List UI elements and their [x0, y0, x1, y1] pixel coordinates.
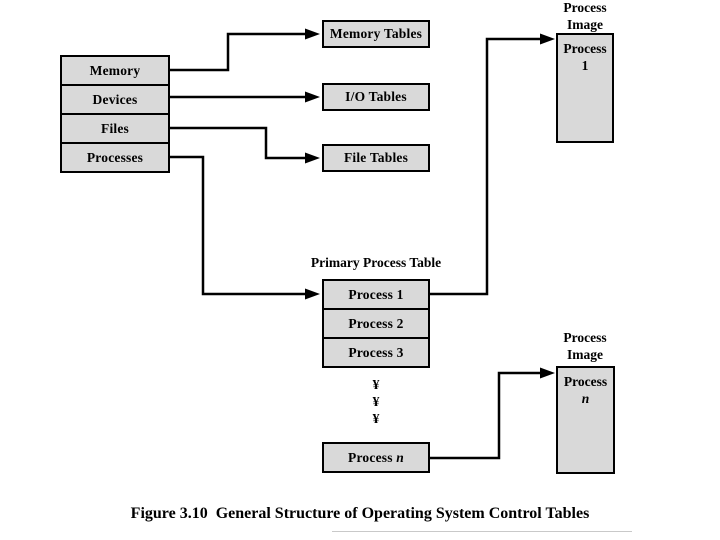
process-image-top-heading-line2: Image: [567, 16, 603, 32]
ellipsis-glyph: ¥: [372, 412, 380, 427]
process-table-row-1-label: Process 1: [348, 286, 404, 302]
process-image-bottom-heading: Process Image: [540, 330, 630, 363]
process-table-row-n-label: Process n: [348, 450, 404, 466]
process-image-bottom-body-line2: n: [581, 391, 590, 406]
ellipsis-glyph: ¥: [372, 395, 380, 410]
figure-caption: Figure 3.10 General Structure of Operati…: [130, 505, 590, 522]
process-image-top-heading-line1: Process: [563, 0, 607, 15]
left-stack-row-devices: Devices: [60, 84, 170, 115]
memory-tables-label: Memory Tables: [329, 26, 423, 41]
connector-files-to-file-tables: [170, 126, 320, 164]
io-tables-box: I/O Tables: [322, 83, 430, 111]
process-table-row-1: Process 1: [322, 279, 430, 310]
connector-devices-to-io-tables: [170, 91, 320, 103]
process-table-row-3: Process 3: [322, 337, 430, 368]
process-image-bottom-heading-line1: Process: [563, 330, 607, 345]
process-table-row-2-label: Process 2: [348, 315, 404, 331]
connector-memory-to-memory-tables: [170, 28, 320, 72]
process-n-prefix: Process: [348, 449, 397, 465]
vertical-ellipsis: ¥ ¥ ¥: [322, 377, 430, 428]
memory-tables-box: Memory Tables: [322, 20, 430, 48]
ellipsis-glyph: ¥: [372, 378, 380, 393]
left-stack-row-processes-label: Processes: [86, 149, 144, 165]
left-stack-row-processes: Processes: [60, 142, 170, 173]
primary-process-table-title: Primary Process Table: [310, 255, 442, 270]
process-table-row-3-label: Process 3: [348, 344, 404, 360]
left-stack-row-memory: Memory: [60, 55, 170, 86]
process-image-top-box: Process 1: [556, 33, 614, 143]
process-image-top-body-line2: 1: [581, 58, 589, 73]
process-image-top-body-line1: Process: [563, 41, 607, 56]
process-image-bottom-body-line1: Process: [563, 374, 608, 389]
connector-processn-to-process-image: [430, 367, 555, 460]
process-image-bottom-heading-line2: Image: [567, 346, 603, 362]
left-stack-row-files-label: Files: [101, 120, 129, 136]
left-stack-row-memory-label: Memory: [89, 62, 141, 78]
process-image-top-heading: Process Image: [540, 0, 630, 33]
process-image-bottom-box: Process n: [556, 366, 615, 474]
process-table-row-2: Process 2: [322, 308, 430, 339]
process-table-row-n: Process n: [322, 442, 430, 473]
left-stack-row-devices-label: Devices: [92, 91, 138, 107]
process-n-variable: n: [396, 449, 404, 465]
file-tables-label: File Tables: [343, 150, 409, 165]
file-tables-box: File Tables: [322, 144, 430, 172]
io-tables-label: I/O Tables: [345, 89, 407, 104]
left-stack-row-files: Files: [60, 113, 170, 144]
caption-underline-artifact: [332, 531, 632, 532]
connector-processes-to-process-table: [170, 155, 320, 300]
